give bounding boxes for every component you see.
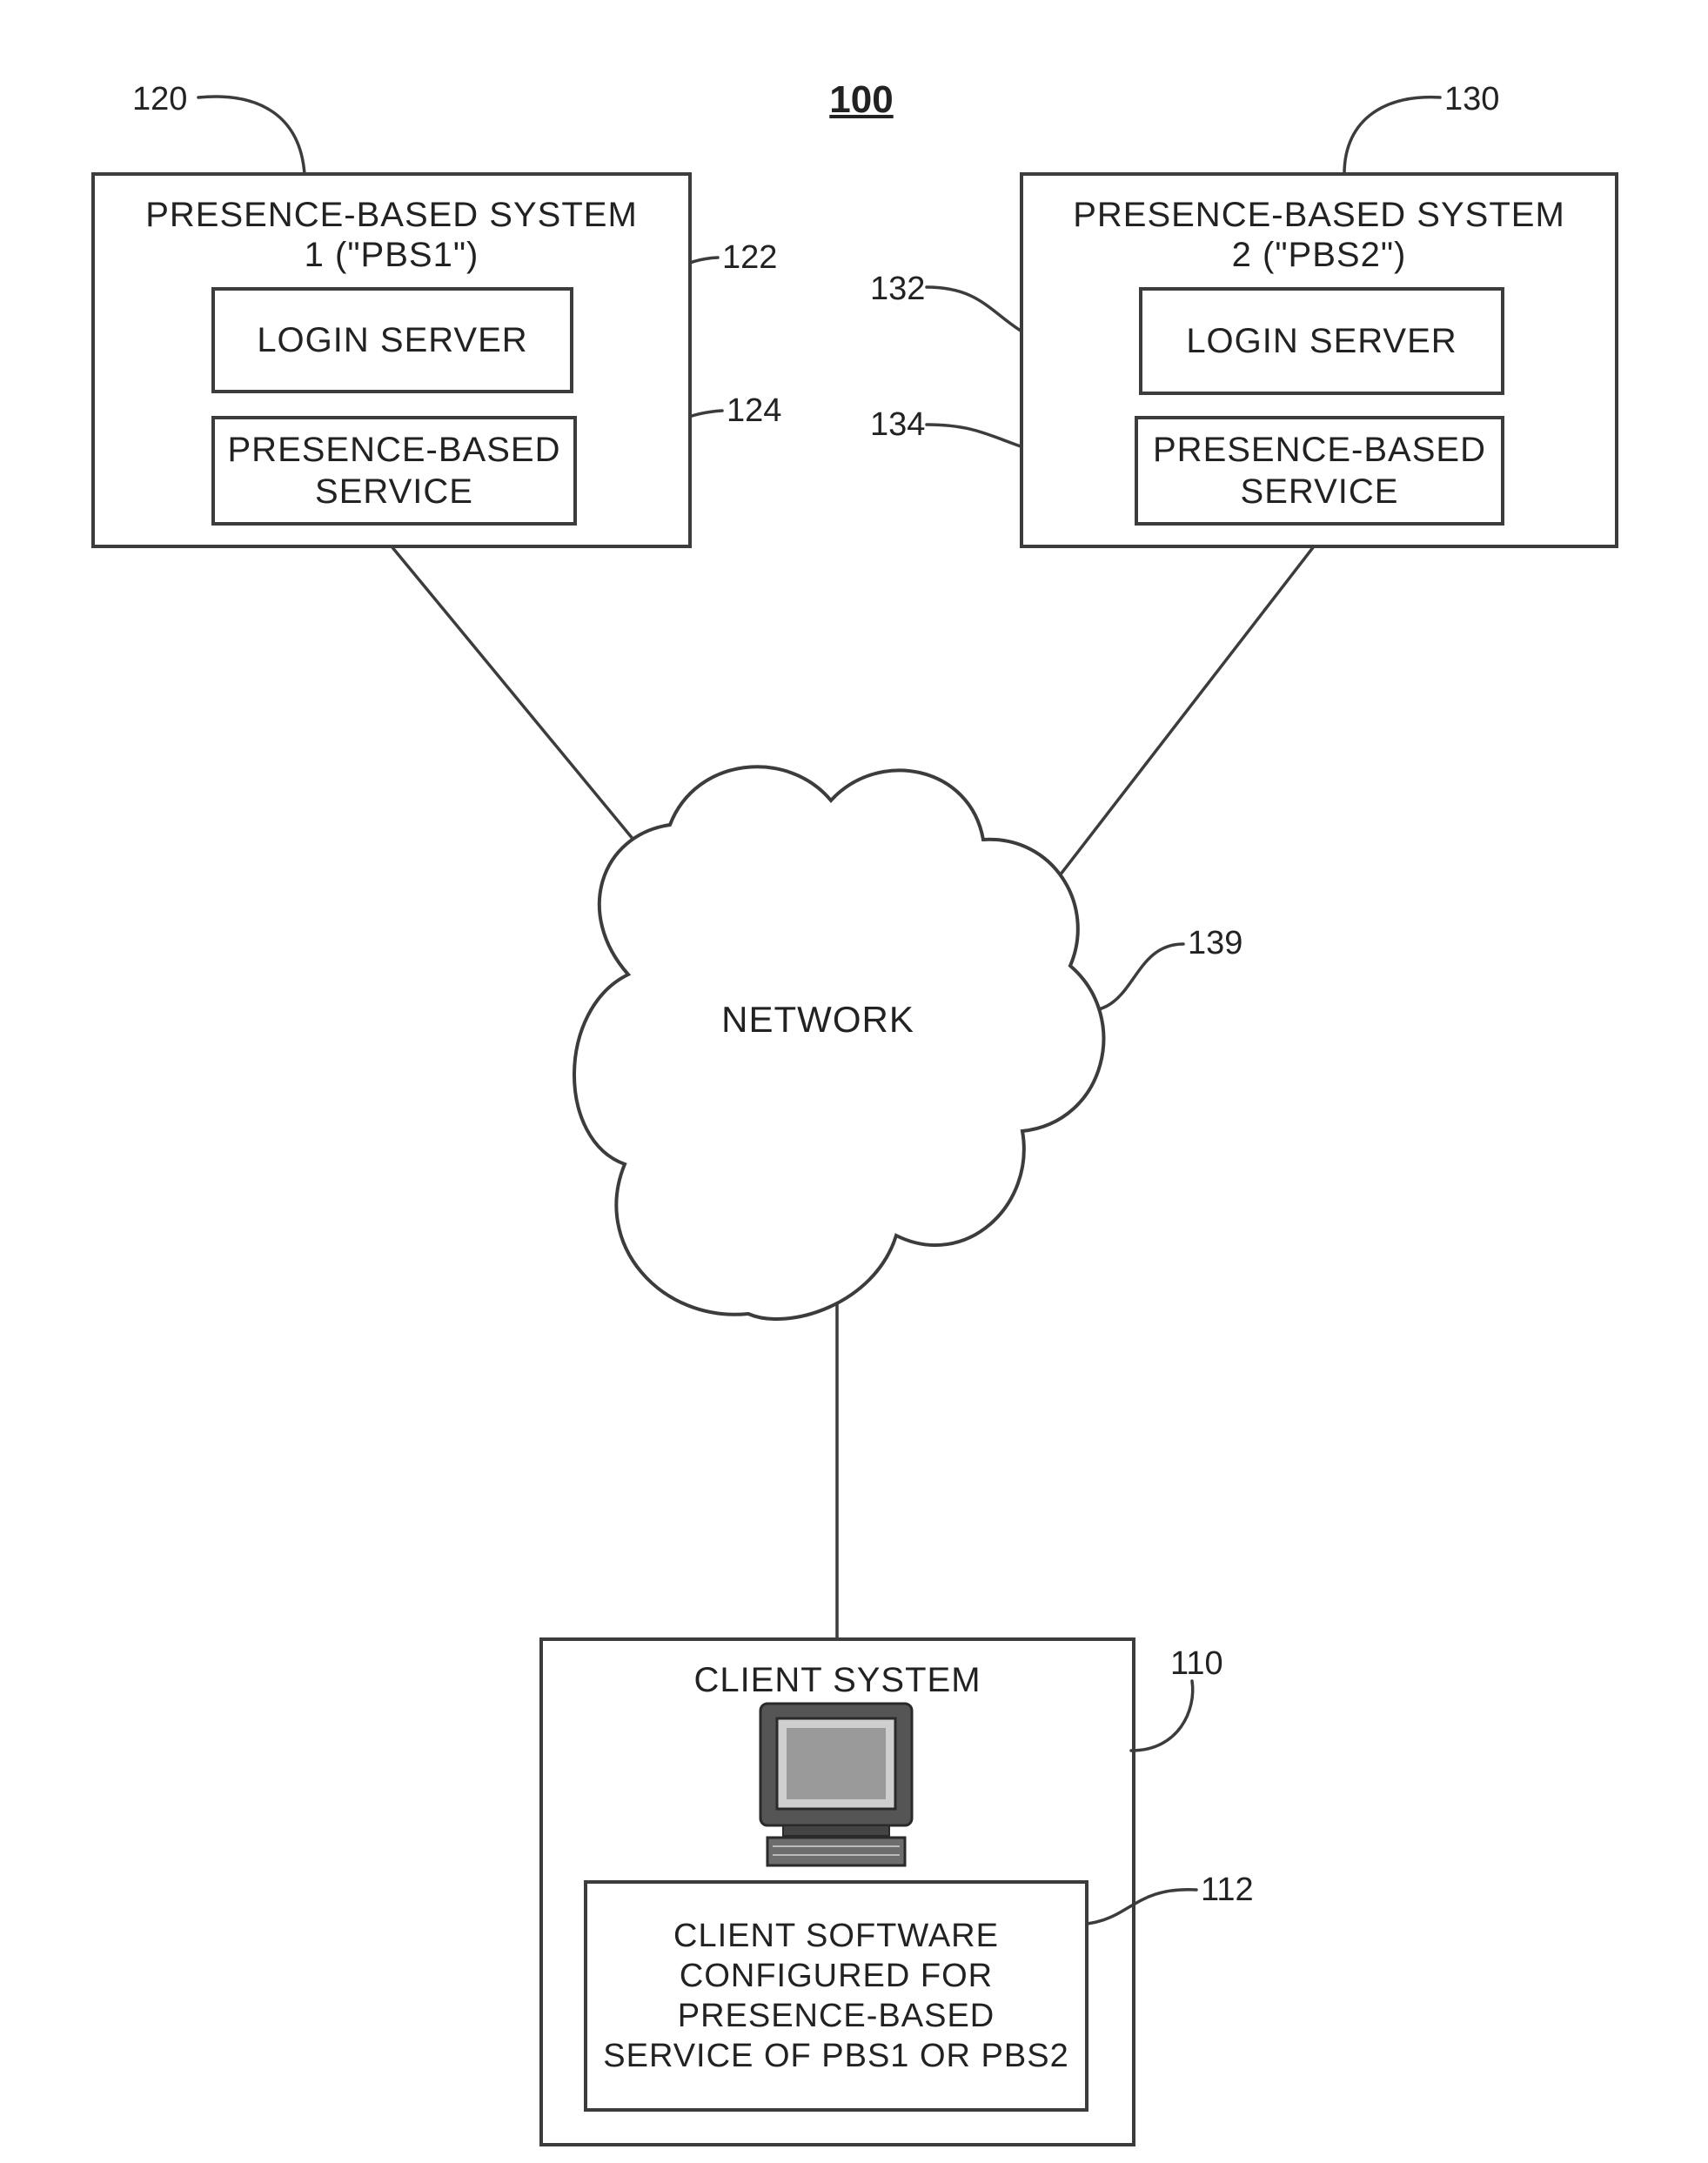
pbs2-presence-service: PRESENCE-BASED SERVICE — [1135, 416, 1504, 526]
link-pbs2-network — [1042, 546, 1314, 898]
network-label: NETWORK — [696, 999, 940, 1041]
pbs1-presence-service: PRESENCE-BASED SERVICE — [211, 416, 577, 526]
pbs1-box: PRESENCE-BASED SYSTEM 1 ("PBS1") LOGIN S… — [91, 172, 692, 548]
client-system-box: CLIENT SYSTEM CLIENT SOFTWARE CONFIGURED… — [539, 1637, 1135, 2146]
ref-124: 124 — [727, 392, 781, 430]
leader-120 — [198, 97, 305, 174]
ref-110: 110 — [1170, 1644, 1223, 1683]
ref-132: 132 — [870, 270, 925, 308]
pbs2-login-server: LOGIN SERVER — [1139, 287, 1504, 395]
leader-110 — [1131, 1681, 1193, 1751]
client-system-title: CLIENT SYSTEM — [543, 1660, 1132, 1700]
client-software-box: CLIENT SOFTWARE CONFIGURED FOR PRESENCE-… — [584, 1880, 1088, 2112]
link-pbs1-network — [392, 546, 633, 840]
ref-120: 120 — [132, 80, 187, 118]
leader-130 — [1344, 97, 1440, 174]
leader-139 — [1083, 944, 1183, 1011]
pbs2-title: PRESENCE-BASED SYSTEM 2 ("PBS2") — [1023, 195, 1615, 275]
cloud-icon — [574, 767, 1103, 1319]
pbs1-title: PRESENCE-BASED SYSTEM 1 ("PBS1") — [95, 195, 688, 275]
figure-label: 100 — [809, 78, 914, 122]
ref-139: 139 — [1188, 924, 1242, 962]
ref-112: 112 — [1201, 1871, 1254, 1909]
pbs2-box: PRESENCE-BASED SYSTEM 2 ("PBS2") LOGIN S… — [1020, 172, 1618, 548]
pbs1-login-server: LOGIN SERVER — [211, 287, 573, 393]
ref-134: 134 — [870, 405, 925, 444]
ref-122: 122 — [722, 238, 777, 277]
ref-130: 130 — [1444, 80, 1499, 118]
